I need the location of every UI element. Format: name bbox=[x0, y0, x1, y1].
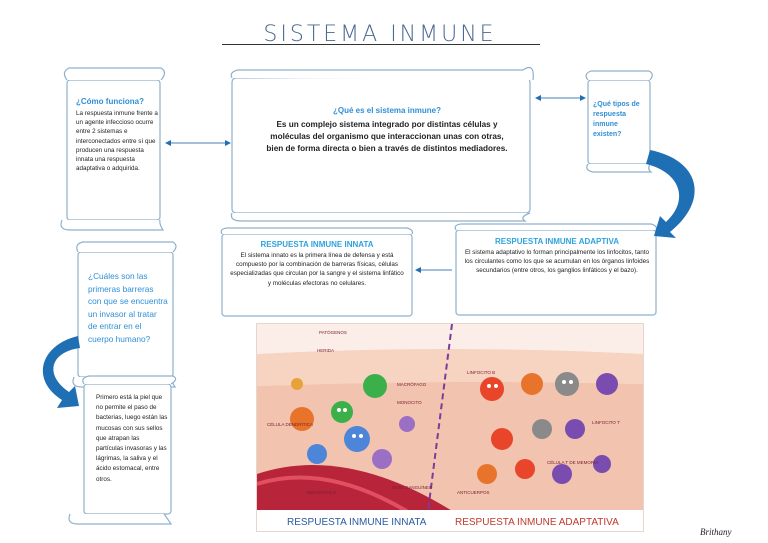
box-what: ¿Qué es el sistema inmune? Es un complej… bbox=[262, 106, 512, 155]
label-herida: HERIDA bbox=[317, 348, 334, 353]
signature: Brithany bbox=[700, 527, 732, 537]
label-neutrofilo: NEUTRÓFILO bbox=[307, 489, 337, 495]
innate-body: El sistema innato es la primera línea de… bbox=[228, 251, 406, 288]
caption-innate: RESPUESTA INMUNE INNATA bbox=[287, 517, 427, 528]
box-barriers: ¿Cuáles son las primeras barreras con qu… bbox=[88, 270, 168, 345]
immune-illustration: PATÓGENOS HERIDA CÉLULA DENDRÍTICA MACRÓ… bbox=[256, 323, 644, 532]
label-dendritica: CÉLULA DENDRÍTICA bbox=[267, 421, 313, 427]
what-body: Es un complejo sistema integrado por dis… bbox=[262, 119, 512, 155]
label-linfocito-t: LINFOCITO T bbox=[592, 420, 620, 425]
adaptive-heading: RESPUESTA INMUNE ADAPTIVA bbox=[462, 237, 652, 246]
box-types: ¿Qué tipos de respuesta inmune existen? bbox=[593, 100, 647, 140]
box-adaptive: RESPUESTA INMUNE ADAPTIVA El sistema ada… bbox=[462, 237, 652, 276]
curved-arrow-left bbox=[43, 336, 80, 408]
how-body: La respuesta inmune frente a un agente i… bbox=[76, 109, 158, 173]
label-linfocito-b: LINFOCITO B bbox=[467, 370, 495, 375]
illustration-svg: PATÓGENOS HERIDA CÉLULA DENDRÍTICA MACRÓ… bbox=[257, 324, 643, 531]
label-monocito: MONOCITO bbox=[397, 400, 422, 405]
box-innate: RESPUESTA INMUNE INNATA El sistema innat… bbox=[228, 240, 406, 288]
label-anticuerpos: ANTICUERPOS bbox=[457, 490, 490, 495]
barriers-question: ¿Cuáles son las primeras barreras con qu… bbox=[88, 270, 168, 345]
answer-body: Primero está la piel que no permite el p… bbox=[96, 393, 168, 485]
label-vaso: VASO SANGUÍNEO bbox=[392, 484, 433, 490]
how-question: ¿Cómo funciona? bbox=[76, 97, 158, 106]
types-question: ¿Qué tipos de respuesta inmune existen? bbox=[593, 100, 647, 140]
label-macrofago: MACRÓFAGO bbox=[397, 381, 427, 387]
label-memoria: CÉLULA T DE MEMORIA bbox=[547, 459, 598, 465]
box-how: ¿Cómo funciona? La respuesta inmune fren… bbox=[76, 97, 158, 173]
caption-adaptive: RESPUESTA INMUNE ADAPTATIVA bbox=[455, 517, 619, 528]
innate-heading: RESPUESTA INMUNE INNATA bbox=[228, 240, 406, 249]
what-question: ¿Qué es el sistema inmune? bbox=[262, 106, 512, 115]
box-answer: Primero está la piel que no permite el p… bbox=[96, 393, 168, 485]
label-patogenos: PATÓGENOS bbox=[319, 329, 347, 335]
adaptive-body: El sistema adaptativo lo forman principa… bbox=[462, 248, 652, 276]
